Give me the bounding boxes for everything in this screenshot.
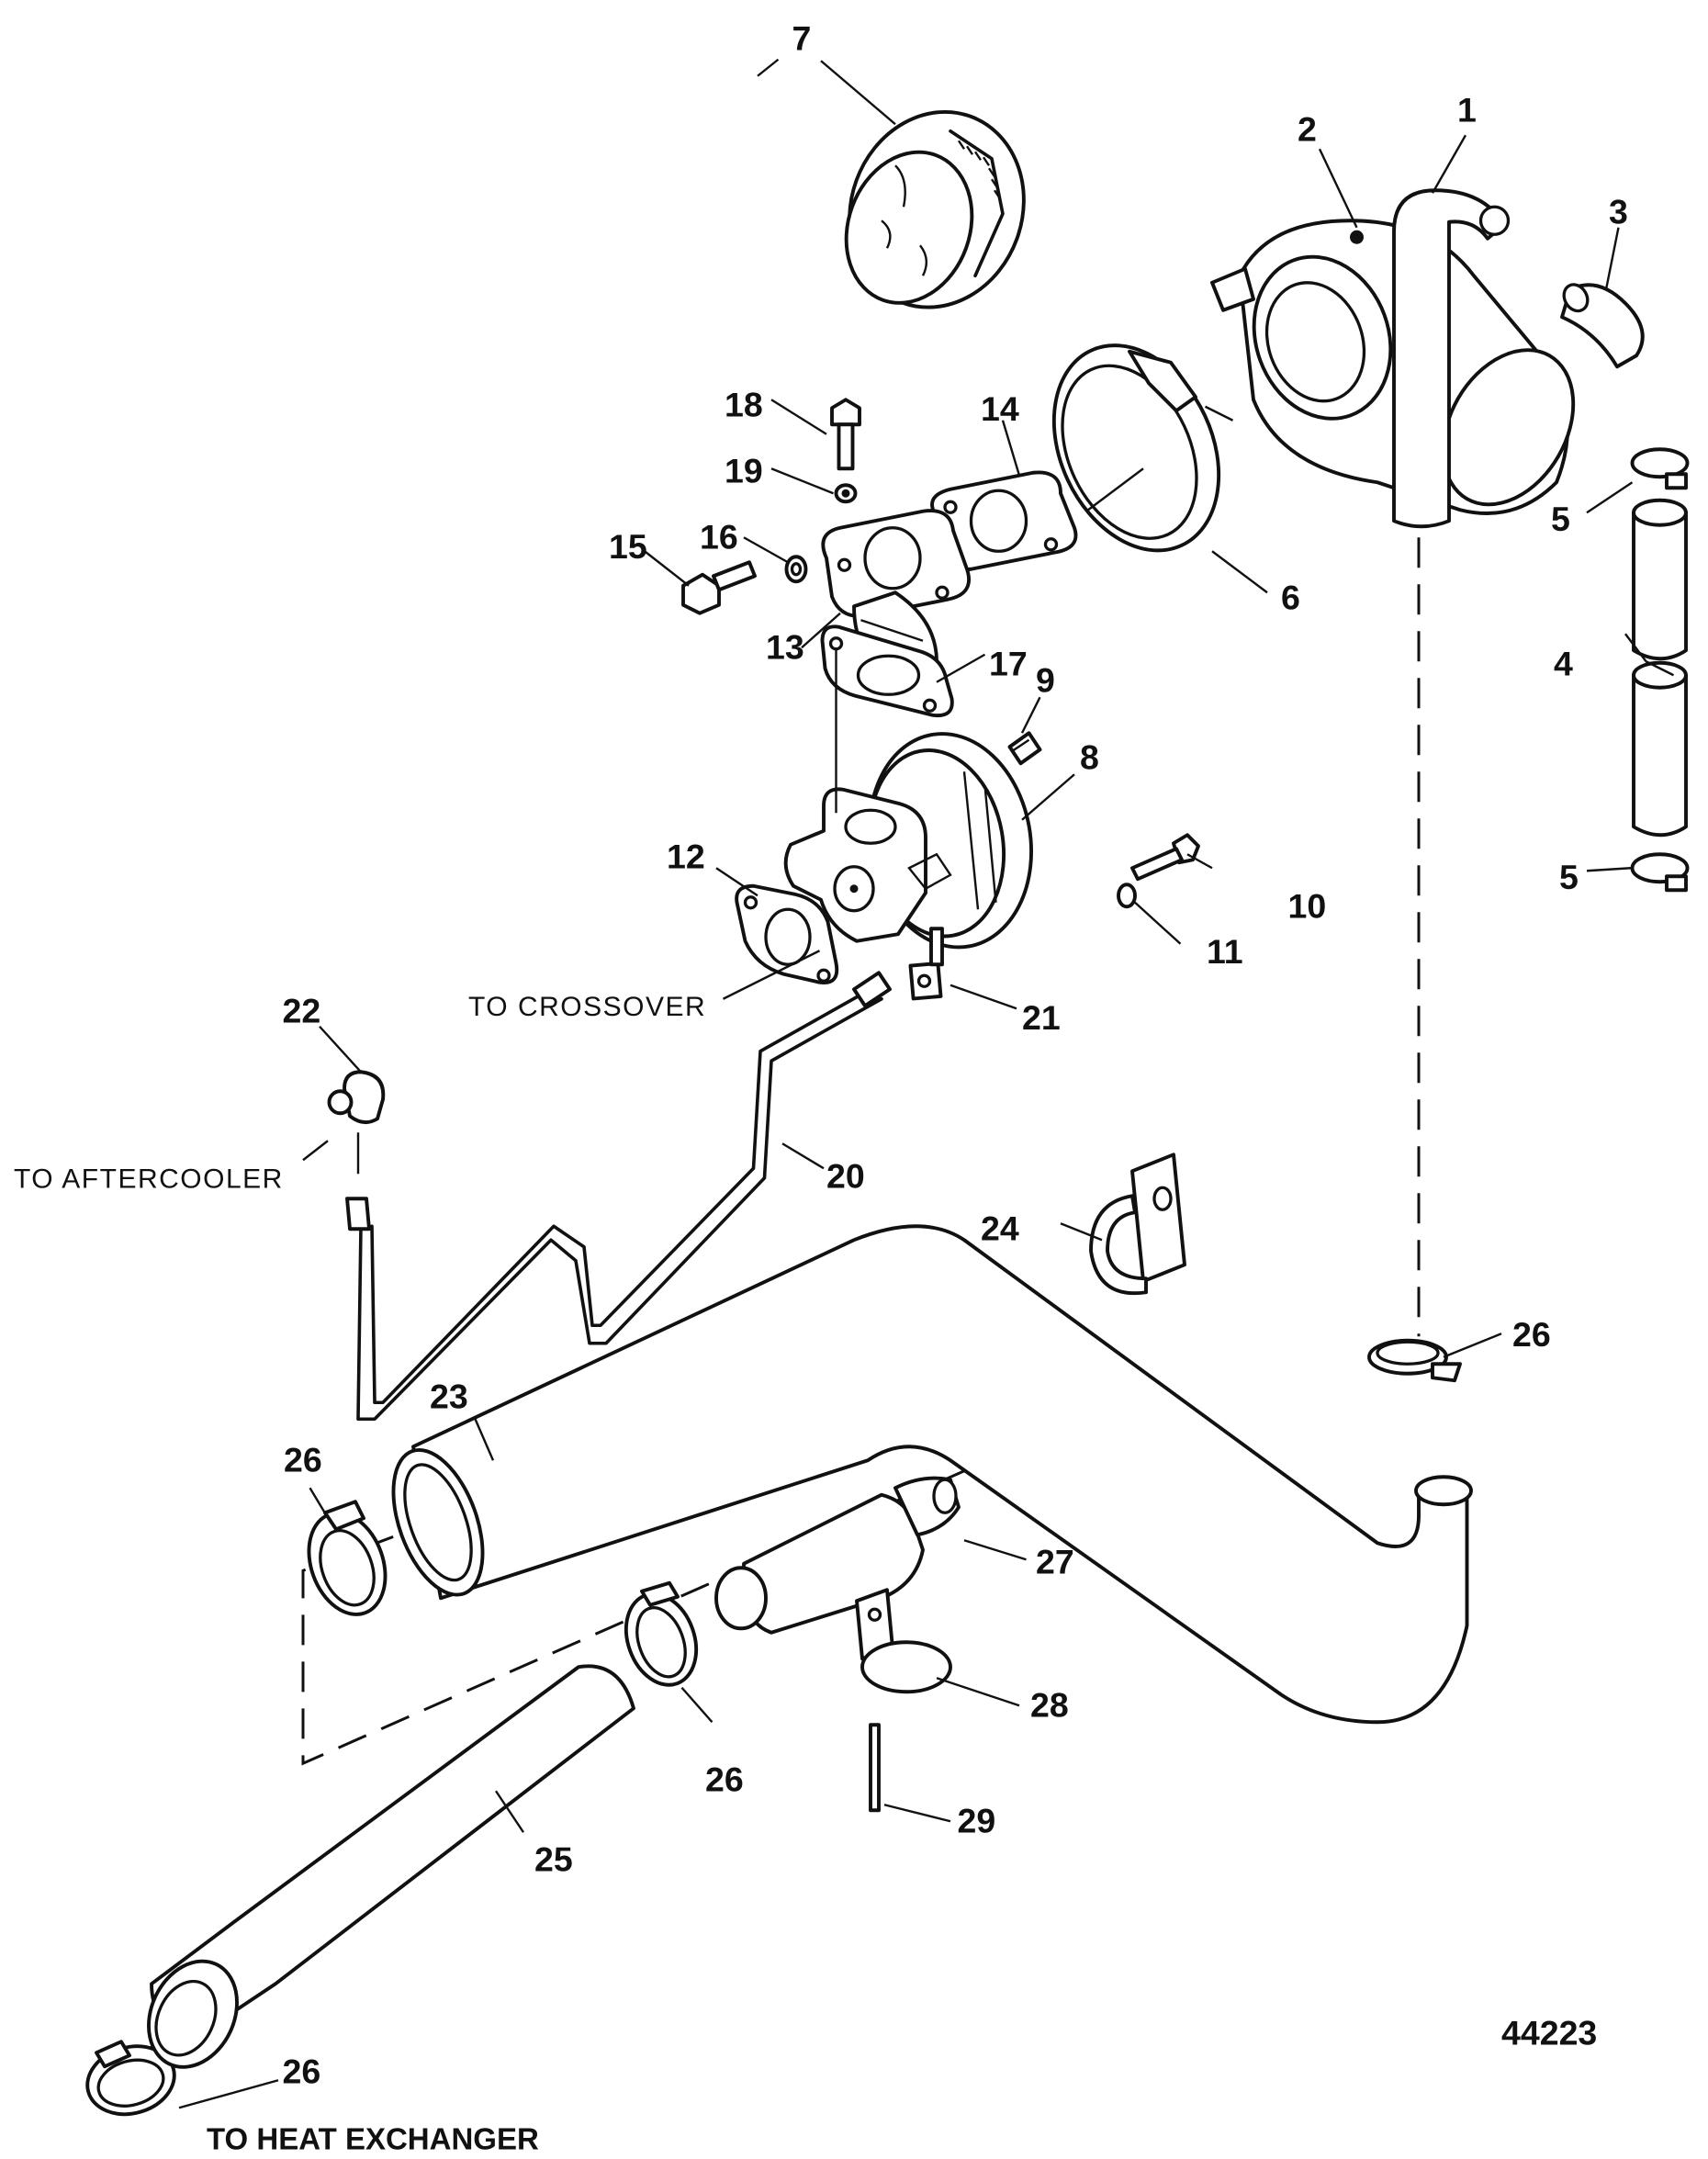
callout-6: 6	[1281, 578, 1300, 616]
note-to-aftercooler: TO AFTERCOOLER	[14, 1164, 284, 1194]
callout-27: 27	[1036, 1542, 1074, 1580]
callout-7: 7	[792, 18, 812, 57]
leader-lines	[178, 58, 1675, 2109]
part-26-clamp-left	[307, 1500, 388, 1616]
callout-2: 2	[1298, 109, 1317, 148]
part-17-gasket	[820, 624, 954, 718]
callout-9: 9	[1036, 660, 1055, 699]
part-4-hose-upper	[1632, 498, 1688, 661]
part-24-bracket	[1089, 1153, 1186, 1296]
note-to-crossover: TO CROSSOVER	[468, 992, 706, 1022]
part-21-fitting	[908, 927, 944, 1001]
part-18-bolt	[830, 398, 861, 471]
part-16-washer	[784, 555, 808, 584]
callout-28: 28	[1030, 1685, 1069, 1724]
callout-5-bottom: 5	[1559, 858, 1579, 896]
callout-3: 3	[1609, 192, 1628, 231]
part-27-thermostat-housing	[714, 1476, 961, 1635]
callout-16: 16	[700, 517, 738, 556]
callout-26-left: 26	[284, 1440, 322, 1479]
part-26-clamp-bottom	[85, 2040, 176, 2117]
callout-5-top: 5	[1551, 500, 1570, 538]
callout-18: 18	[725, 385, 763, 423]
callout-4: 4	[1554, 644, 1573, 682]
callout-labels: 1 2 3 4 5 5 6 7 8 9 10 11 12 13 14 15 16…	[283, 18, 1628, 2090]
part-10-bolt	[1130, 833, 1200, 882]
figure-number: 44223	[1501, 2013, 1597, 2052]
part-22-fitting	[327, 1070, 386, 1175]
callout-15: 15	[609, 527, 647, 566]
callout-25: 25	[534, 1839, 573, 1878]
callout-14: 14	[981, 389, 1019, 428]
part-19-washer	[834, 483, 858, 504]
part-26-clamp-right	[1367, 1338, 1462, 1383]
callout-23: 23	[430, 1377, 468, 1415]
callout-19: 19	[725, 451, 763, 489]
part-25-hose	[147, 1664, 635, 2069]
part-5-clamp-top	[1630, 447, 1690, 490]
callout-1: 1	[1457, 90, 1477, 129]
callout-29: 29	[958, 1801, 996, 1839]
part-12-gasket	[735, 883, 839, 985]
callout-17: 17	[989, 644, 1028, 682]
part-6-v-band-clamp	[1051, 343, 1234, 553]
part-28-clamp-bracket	[855, 1588, 952, 1694]
part-11-washer	[1117, 883, 1137, 909]
part-23-hose	[391, 1224, 1473, 1725]
part-29-screw	[869, 1723, 881, 1813]
callout-20: 20	[826, 1156, 865, 1195]
callout-26-bottom: 26	[283, 2052, 321, 2090]
part-3-hose-fitting	[1560, 283, 1645, 369]
callout-11: 11	[1207, 932, 1243, 971]
part-9-plug	[1007, 731, 1042, 766]
callout-24: 24	[981, 1209, 1019, 1247]
callout-10: 10	[1288, 886, 1327, 925]
callout-8: 8	[1080, 737, 1099, 776]
part-15-bolt	[681, 560, 757, 615]
part-7-clamp	[844, 109, 1026, 309]
callout-26-middle: 26	[705, 1760, 744, 1798]
part-1-tube	[1392, 188, 1511, 529]
note-to-heat-exchanger: TO HEAT EXCHANGER	[207, 2121, 539, 2155]
callout-12: 12	[667, 837, 705, 875]
part-4-hose-lower	[1632, 660, 1688, 838]
part-14-gasket	[930, 470, 1078, 572]
part-5-clamp-bottom	[1630, 852, 1690, 893]
part-26-clamp-middle	[624, 1580, 699, 1687]
part-8-valve-body	[783, 732, 1034, 950]
callout-13: 13	[766, 627, 804, 666]
callout-26-right: 26	[1512, 1315, 1551, 1354]
part-20-tube	[345, 971, 892, 1422]
callout-21: 21	[1022, 998, 1061, 1037]
callout-22: 22	[283, 991, 321, 1029]
